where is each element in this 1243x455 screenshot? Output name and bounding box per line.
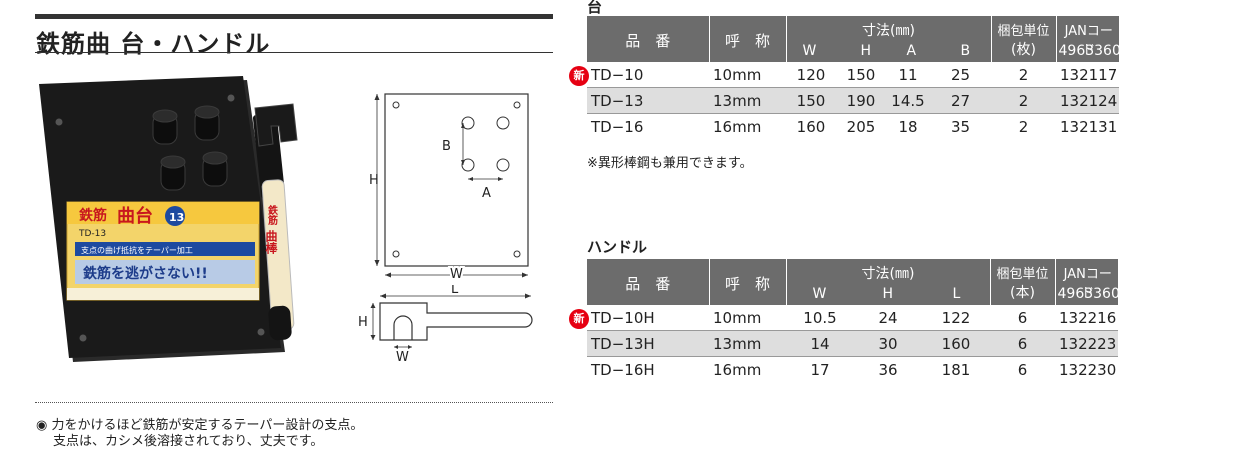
col-header-code: 品 番	[587, 259, 710, 305]
cell-h: 150	[836, 62, 886, 88]
handle-dimension-diagram: L H W	[358, 285, 533, 365]
cell-name: 10mm	[709, 305, 786, 331]
page-title: 鉄筋曲 台・ハンドル	[36, 30, 271, 58]
table-row: TD−16 16mm 160 205 18 35 2 132131	[587, 114, 1119, 140]
cell-unit: 2	[991, 87, 1056, 114]
col-header-jan: JANコード 4963360	[1056, 16, 1121, 62]
cell-name: 13mm	[709, 87, 786, 114]
notes-divider	[35, 402, 553, 403]
product-photo: 鉄筋 曲台 13 TD-13 支点の曲げ抵抗をテーパー加工 鉄筋を逃がさない!!…	[39, 76, 298, 362]
cell-h: 24	[854, 305, 922, 331]
cell-w: 17	[810, 360, 830, 379]
package-brand-text: 鉄筋	[79, 207, 107, 224]
cell-h: 205	[846, 117, 876, 136]
cell-jan: 132230	[1059, 360, 1117, 379]
col-header-h: H	[882, 286, 894, 302]
col-header-a: A	[906, 43, 917, 59]
new-badge: 新	[569, 309, 589, 329]
cell-unit: 2	[991, 62, 1056, 88]
col-header-unit: 梱包単位 (本)	[990, 259, 1056, 305]
cell-code: TD−13H	[587, 330, 709, 357]
cell-name: 13mm	[709, 330, 786, 357]
dim-label-h: H	[369, 173, 379, 188]
cell-h: 30	[854, 330, 922, 357]
cell-w: 120	[786, 62, 836, 88]
dim-label-w: W	[450, 267, 463, 282]
table-row: TD−13 13mm 150 190 14.5 27 2 132124	[587, 87, 1119, 114]
cell-jan: 132124	[1056, 87, 1119, 114]
cell-l: 181	[941, 360, 971, 379]
cell-code: TD−16	[591, 117, 644, 136]
table-row: TD−10H 10mm 10.5 24 122 6 132216	[587, 305, 1118, 331]
package-model-text: TD-13	[78, 229, 106, 239]
dim-label-b: B	[442, 139, 451, 154]
col-header-w: W	[802, 43, 817, 59]
package-product-text: 曲台	[117, 205, 153, 227]
cell-l: 160	[922, 330, 990, 357]
handle-brand-text: 鉄筋	[266, 204, 279, 226]
col-header-name: 呼 称	[709, 259, 787, 305]
cell-a: 18	[898, 117, 918, 136]
handle-section-heading: ハンドル	[587, 238, 648, 256]
title-top-bar	[35, 14, 553, 19]
cell-w: 160	[796, 117, 826, 136]
cell-unit: 6	[990, 305, 1055, 331]
dim-label-a: A	[482, 186, 491, 201]
stand-spec-table: 品 番 呼 称 寸法(㎜) W H A B 梱包単位 (枚) JAN	[587, 16, 1121, 140]
col-header-name: 呼 称	[709, 16, 787, 62]
table-row: TD−13H 13mm 14 30 160 6 132223	[587, 330, 1118, 357]
cell-jan: 132216	[1055, 305, 1118, 331]
cell-b: 27	[930, 87, 991, 114]
col-header-unit: 梱包単位 (枚)	[991, 16, 1057, 62]
cell-l: 122	[922, 305, 990, 331]
table-row: TD−10 10mm 120 150 11 25 2 132117	[587, 62, 1119, 88]
cell-a: 14.5	[886, 87, 930, 114]
cell-unit: 6	[1017, 360, 1028, 379]
cell-w: 10.5	[786, 305, 854, 331]
col-header-l: L	[952, 286, 961, 302]
cell-w: 150	[786, 87, 836, 114]
dim-label-handle-w: W	[396, 350, 409, 365]
cell-h: 190	[836, 87, 886, 114]
cell-code: TD−16H	[591, 360, 655, 379]
new-badge: 新	[569, 66, 589, 86]
cell-unit: 2	[1018, 117, 1029, 136]
col-header-w: W	[812, 286, 827, 302]
stand-footnote: ※異形棒鋼も兼用できます。	[587, 156, 753, 171]
cell-jan: 132223	[1055, 330, 1118, 357]
dim-label-l: L	[451, 285, 459, 297]
package-tagline-text: 支点の曲げ抵抗をテーパー加工	[81, 245, 193, 255]
col-header-code: 品 番	[587, 16, 710, 62]
cell-jan: 132131	[1060, 117, 1118, 136]
cell-b: 25	[930, 62, 991, 88]
cell-a: 11	[886, 62, 930, 88]
cell-w: 14	[786, 330, 854, 357]
cell-b: 35	[950, 117, 971, 136]
table-row: TD−16H 16mm 17 36 181 6 132230	[587, 357, 1118, 383]
stand-section-heading: 台	[587, 0, 603, 16]
feature-note-line-1: ◉ 力をかけるほど鉄筋が安定するテーパー設計の支点。	[36, 418, 364, 433]
cell-name: 16mm	[713, 117, 762, 136]
col-header-dims: 寸法(㎜) W H L	[786, 259, 991, 305]
cell-code: TD−10H	[587, 305, 709, 331]
cell-jan: 132117	[1056, 62, 1119, 88]
handle-product-text: 曲棒	[264, 229, 278, 255]
col-header-dims: 寸法(㎜) W H A B	[786, 16, 992, 62]
dim-label-handle-h: H	[358, 315, 368, 330]
plate-dimension-diagram: H B A W	[369, 93, 529, 284]
title-rule	[35, 52, 553, 53]
cell-h: 36	[878, 360, 898, 379]
handle-spec-table: 品 番 呼 称 寸法(㎜) W H L 梱包単位 (本) JANコード	[587, 259, 1120, 383]
col-header-h: H	[860, 43, 872, 59]
feature-note-line-2: 支点は、カシメ後溶接されており、丈夫です。	[53, 434, 324, 449]
cell-code: TD−13	[587, 87, 709, 114]
cell-name: 10mm	[709, 62, 786, 88]
package-size-text: 13	[169, 211, 184, 224]
package-slogan-text: 鉄筋を逃がさない!!	[83, 265, 208, 282]
col-header-jan: JANコード 4963360	[1055, 259, 1120, 305]
col-header-b: B	[960, 43, 971, 59]
cell-unit: 6	[990, 330, 1055, 357]
cell-name: 16mm	[713, 360, 762, 379]
cell-code: TD−10	[587, 62, 709, 88]
